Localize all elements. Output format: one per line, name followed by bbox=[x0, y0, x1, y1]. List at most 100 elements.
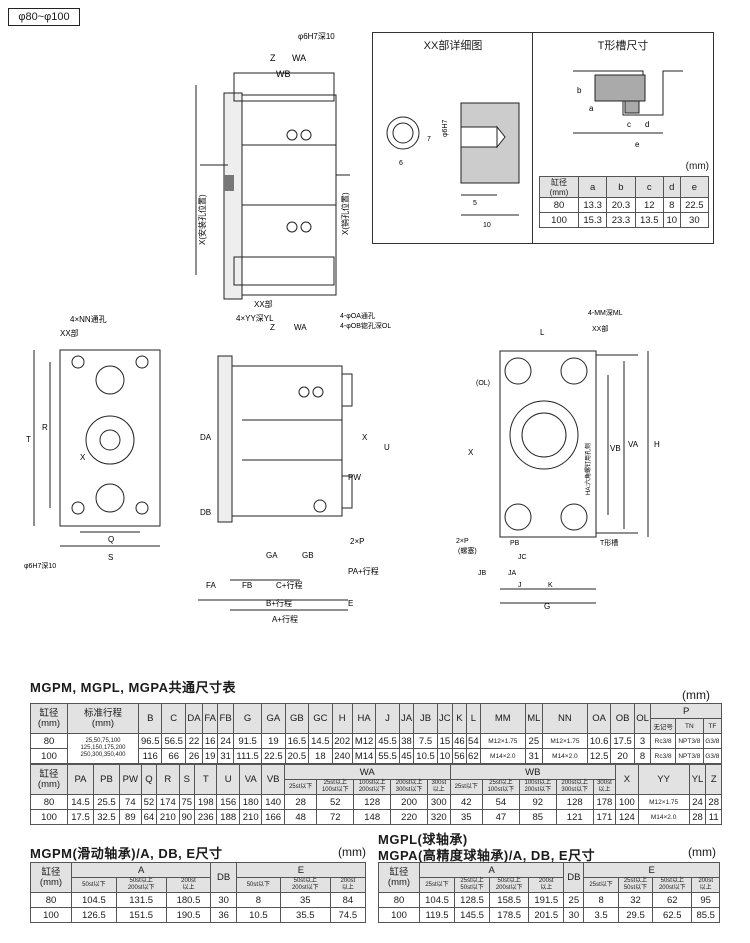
front-label-s: S bbox=[108, 553, 113, 562]
rear-label-ha: HA:六角螺钉用孔侧 bbox=[584, 443, 592, 495]
common-table-part1: 缸径 (mm) 标准行程 (mm) B C DA FA FB G GA GB G… bbox=[30, 703, 723, 764]
rear-label-j: J bbox=[518, 582, 522, 589]
rear-label-2p: 2×P bbox=[456, 538, 469, 545]
side-label-b: B+行程 bbox=[266, 598, 292, 608]
mgpl-table-unit: (mm) bbox=[688, 845, 716, 859]
xx-detail-title: XX部详细图 bbox=[423, 40, 483, 52]
front-label-nn: 4×NN通孔 bbox=[70, 314, 107, 324]
mgpl-table: 缸径 (mm) A DB E 25st以下 25st以上 50st以下 50st… bbox=[378, 862, 720, 923]
side-label-c: C+行程 bbox=[276, 580, 302, 590]
mgpm-table-title: MGPM(滑动轴承)/A, DB, E尺寸 bbox=[30, 846, 223, 861]
xx-dim-6: 6 bbox=[399, 160, 403, 167]
t-hd-bore: 缸径 (mm) bbox=[539, 176, 579, 198]
side-label-2p: 2×P bbox=[350, 537, 364, 546]
t-dim-d: d bbox=[645, 120, 649, 129]
rear-label-h: H bbox=[654, 440, 660, 449]
front-label-r: R bbox=[42, 423, 48, 432]
top-label-x-mount: X(安装孔位置) bbox=[197, 194, 207, 245]
rear-label-tslot: T形槽 bbox=[600, 538, 618, 547]
top-label-xx: XX部 bbox=[254, 299, 273, 309]
t-slot-title: T形槽尺寸 bbox=[597, 40, 649, 52]
t-slot-drawing: b a c d e bbox=[573, 70, 683, 149]
front-label-t: T bbox=[26, 435, 31, 444]
t-slot-unit: (mm) bbox=[685, 161, 709, 172]
side-label-pa: PA+行程 bbox=[348, 566, 379, 576]
t-hd-d: d bbox=[662, 176, 681, 198]
front-label-x: X bbox=[80, 453, 86, 462]
side-label-x: X bbox=[362, 433, 368, 442]
side-label-ob: 4-φOB锪孔深OL bbox=[340, 321, 391, 330]
rear-label-va: VA bbox=[628, 440, 639, 449]
rear-label-l: L bbox=[540, 328, 545, 337]
rear-label-k: K bbox=[548, 582, 553, 589]
rear-label-xx: XX部 bbox=[592, 324, 608, 333]
common-table-part2: 缸径 (mm) PA PB PW Q R S T U VA VB WA WB X… bbox=[30, 764, 722, 825]
rear-label-plug: (螺塞) bbox=[458, 546, 477, 555]
top-label-yy: 4×YY深YL bbox=[236, 314, 274, 323]
side-label-gb: GB bbox=[302, 551, 314, 560]
t-hd-e: e bbox=[679, 176, 710, 198]
side-label-da: DA bbox=[200, 433, 212, 442]
top-label-z: Z bbox=[270, 53, 276, 63]
mgpm-table-unit: (mm) bbox=[338, 845, 366, 859]
rear-label-jb: JB bbox=[478, 570, 487, 577]
mgpm-table: 缸径 (mm) A DB E 50st以下 50st以上 200st以下 200… bbox=[30, 862, 367, 923]
series-tag: φ80~φ100 bbox=[8, 8, 80, 26]
t-hd-b: b bbox=[606, 176, 636, 198]
xx-dim-7: 7 bbox=[427, 136, 431, 143]
rear-label-ja: JA bbox=[508, 570, 517, 577]
top-label-wb: WB bbox=[276, 69, 291, 79]
xx-detail-drawing: φ6H7 7 6 5 10 bbox=[386, 102, 520, 229]
side-label-a: A+行程 bbox=[272, 614, 298, 624]
xx-dim-10: 10 bbox=[483, 222, 491, 229]
rear-label-vb: VB bbox=[610, 444, 621, 453]
t-dim-e: e bbox=[635, 140, 640, 149]
side-view-drawing: Z WA 4-φOA通孔 4-φOB锪孔深OL DA DB X PW U 2×P… bbox=[198, 311, 391, 624]
mgpl-table-title2: MGPA(高精度球轴承)/A, DB, E尺寸 bbox=[378, 848, 596, 863]
rear-label-ol: (OL) bbox=[476, 380, 490, 387]
table-row: 80 25,50,75,100 125,150,175,200 250,300,… bbox=[30, 733, 723, 764]
t-hd-c: c bbox=[634, 176, 664, 198]
side-label-ga: GA bbox=[266, 551, 278, 560]
side-label-fa: FA bbox=[206, 581, 216, 590]
side-label-oa: 4-φOA通孔 bbox=[340, 311, 375, 320]
t-dim-a: a bbox=[589, 104, 594, 113]
side-label-db: DB bbox=[200, 508, 211, 517]
rear-label-jc: JC bbox=[518, 554, 527, 561]
top-label-hole: φ6H7深10 bbox=[298, 32, 335, 41]
ct-hd-stroke: 标准行程 (mm) bbox=[67, 703, 139, 734]
rear-label-g: G bbox=[544, 602, 550, 611]
xx-detail-panel: XX部详细图 φ6H7 7 6 5 10 bbox=[372, 32, 534, 244]
side-label-wa: WA bbox=[294, 323, 307, 332]
t-dim-b: b bbox=[577, 86, 582, 95]
common-table-title: MGPM, MGPL, MGPA共通尺寸表 bbox=[30, 680, 236, 695]
side-label-e: E bbox=[348, 599, 353, 608]
common-table-unit: (mm) bbox=[682, 688, 710, 702]
t-slot-panel: T形槽尺寸 b a c d e (mm) 缸径 (mm) a b c d e 8… bbox=[532, 32, 714, 244]
rear-view-drawing: 4-MM深ML XX部 L (OL) X VB VA H HA:六角螺钉用孔侧 … bbox=[456, 308, 660, 611]
top-view-drawing: Z WA WB φ6H7深10 X(安装孔位置) X(销孔位置) XX部 4×Y… bbox=[195, 32, 350, 323]
rear-label-pb: PB bbox=[510, 540, 520, 547]
side-label-u: U bbox=[384, 443, 390, 452]
front-label-xx: XX部 bbox=[60, 328, 79, 338]
rear-label-x: X bbox=[468, 448, 474, 457]
xx-dim-5: 5 bbox=[473, 200, 477, 207]
ct-hd-bore: 缸径 (mm) bbox=[30, 703, 68, 734]
top-label-wa: WA bbox=[292, 53, 306, 63]
side-label-z: Z bbox=[270, 323, 275, 332]
front-label-hole: φ6H7深10 bbox=[24, 561, 56, 570]
front-label-q: Q bbox=[108, 535, 114, 544]
side-label-pw: PW bbox=[348, 473, 361, 482]
t-dim-c: c bbox=[627, 120, 631, 129]
xx-dim-phi: φ6H7 bbox=[442, 120, 449, 137]
